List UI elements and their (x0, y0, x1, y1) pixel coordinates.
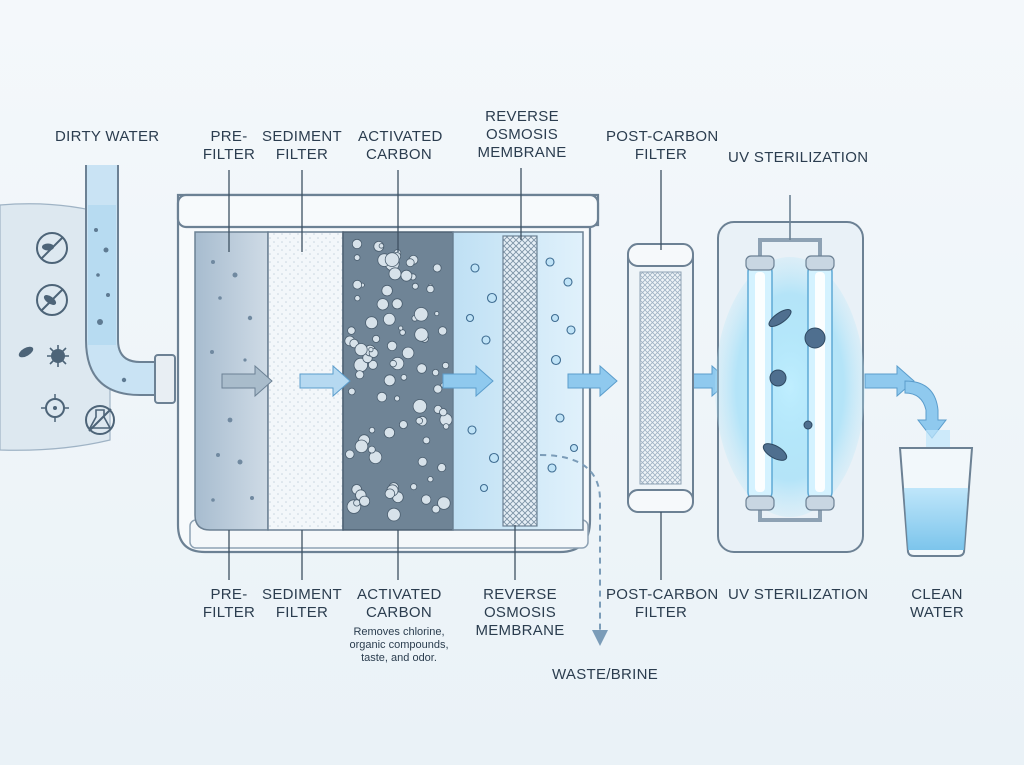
carbon-granule (359, 495, 371, 507)
carbon-granule (388, 267, 402, 281)
virus-icon (18, 345, 69, 367)
label-waste-brine: WASTE/BRINE (552, 666, 659, 683)
carbon-granule (383, 374, 396, 387)
carbon-granule (405, 258, 415, 268)
carbon-granule (384, 252, 400, 267)
carbon-granule (347, 326, 356, 335)
carbon-granule (422, 436, 431, 445)
carbon-granule (382, 312, 396, 326)
virus-icon (762, 308, 826, 461)
carbon-granule (427, 476, 434, 483)
label-prefilter-bottom: PRE-FILTER (202, 586, 256, 621)
carbon-granule (439, 408, 448, 417)
microbe-icon (36, 284, 68, 316)
bacteria-icon (36, 232, 68, 264)
label-uv-top: UV STERILIZATION (728, 149, 869, 166)
carbon-granule (437, 463, 447, 473)
carbon-granule (415, 417, 423, 425)
uv-sterilizer (715, 195, 865, 553)
carbon-granule (417, 456, 428, 467)
carbon-granule (376, 391, 388, 403)
label-prefilter-top: PRE-FILTER (202, 128, 256, 163)
carbon-granule (426, 284, 435, 294)
carbon-granule (414, 327, 429, 342)
carbon-granule (354, 343, 368, 357)
clean-water-glass (898, 430, 974, 557)
carbon-granule (378, 243, 385, 249)
carbon-granule (365, 316, 379, 330)
carbon-granule (442, 423, 450, 430)
carbon-granule (352, 279, 363, 290)
carbon-stage (342, 231, 454, 531)
carbon-granule (431, 504, 441, 514)
chemical-flask-icon (85, 405, 115, 435)
waste-brine-line (539, 454, 608, 646)
virus-icon (41, 394, 69, 422)
label-leaders (228, 168, 662, 580)
carbon-granule (384, 488, 396, 499)
carbon-granule (400, 269, 413, 282)
carbon-granule (367, 359, 378, 370)
carbon-granule (383, 427, 395, 439)
carbon-granule (401, 346, 415, 360)
carbon-granule (431, 368, 440, 377)
carbon-granule (400, 374, 408, 381)
carbon-granule (410, 483, 418, 491)
carbon-granule (367, 445, 376, 454)
carbon-granule (437, 326, 448, 336)
carbon-granule (433, 384, 443, 394)
carbon-granule (345, 449, 355, 460)
carbon-granule (398, 420, 408, 430)
carbon-granule (368, 346, 374, 353)
carbon-granule (412, 399, 428, 414)
post-carbon-filter (627, 243, 694, 513)
carbon-granule (354, 295, 361, 302)
carbon-granule (368, 450, 383, 465)
carbon-granule (398, 325, 404, 331)
carbon-granule (387, 507, 401, 522)
carbon-granule (355, 370, 365, 380)
carbon-granule (432, 263, 442, 273)
carbon-granule (347, 387, 356, 396)
carbon-granule (354, 439, 369, 454)
carbon-description: Removes chlorine, organic compounds, tas… (349, 626, 449, 664)
carbon-granule (391, 298, 403, 310)
carbon-granule (437, 496, 451, 510)
carbon-granule (421, 494, 432, 505)
carbon-granule (381, 284, 393, 297)
carbon-granule (394, 395, 401, 402)
carbon-granule (416, 363, 427, 374)
carbon-granule (351, 238, 363, 250)
carbon-granule (441, 361, 450, 370)
dirty-water-reservoir (0, 165, 176, 451)
carbon-granule (353, 499, 361, 507)
carbon-granule (353, 254, 361, 261)
carbon-granule (376, 298, 389, 311)
carbon-granule (414, 307, 429, 322)
carbon-granule (368, 427, 376, 434)
carbon-granule (389, 359, 397, 368)
label-uv-bottom: UV STERILIZATION (728, 586, 869, 603)
carbon-granule (411, 282, 419, 290)
carbon-granule (434, 311, 440, 317)
carbon-granule (386, 340, 398, 351)
carbon-granule (372, 334, 381, 343)
label-dirty-water: DIRTY WATER (55, 128, 160, 145)
